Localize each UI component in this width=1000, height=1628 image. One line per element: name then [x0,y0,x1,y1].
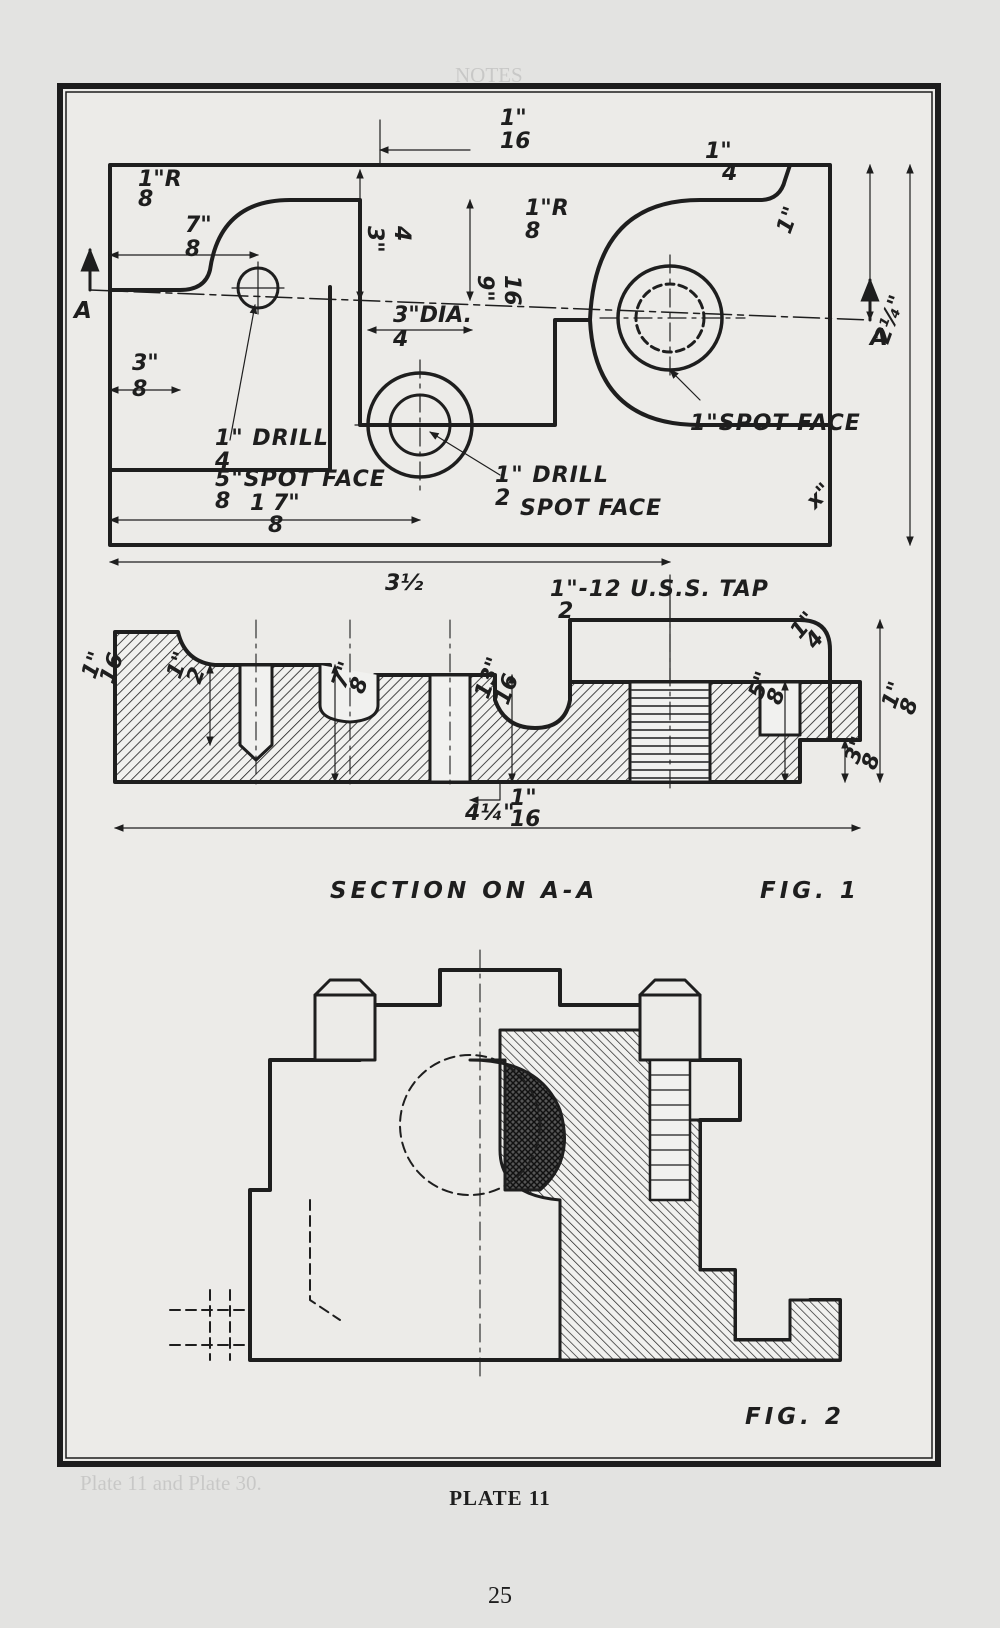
fig2-assembly-section [169,949,842,1381]
fig1-top-labels: 1"R 8 7" 8 1" 16 1" 4 1"R 8 3" 4 9" 16 1… [72,106,911,624]
cutting-plane-line [89,289,871,321]
fig2-shaft-dashed [399,1054,541,1196]
dim-7-8-frac: 8 [185,237,200,262]
label-drill-quarter: 1" DRILL [215,426,329,451]
dim-3-4-dia: 3"DIA. [393,303,472,328]
plate-caption: PLATE 11 [449,1486,551,1510]
top-view-right-boss [588,318,832,427]
label-spot-5-8: 5"SPOT FACE [215,467,386,492]
dim-top-right-4-frac: 4 [721,161,737,186]
label-spot-face-mid: SPOT FACE [520,496,662,521]
dim-section-1-16-bottom: 1" [510,786,537,811]
section-right-top [568,618,862,742]
tapped-hole [628,680,712,784]
plate-frame-inner [65,91,933,1459]
dim-section-4-1-4: 4¼" [464,801,515,826]
fig2-bolt-right-head [638,978,702,997]
dim-3-4-vert-frac: 4 [389,225,414,241]
dim-1-7-8-frac: 8 [268,513,283,538]
dim-3-8-left: 3" [132,351,159,376]
leader-drill-quarter [229,304,258,441]
fig2-left-hidden [169,1199,341,1361]
fig1-label: FIG. 1 [760,878,860,904]
dim-3-4-vert: 3" [362,226,387,253]
fig2-bolt-right [638,993,702,1062]
label-drill-quarter-frac: 4 [214,449,231,474]
label-tap: 1"-12 U.S.S. TAP [550,577,769,602]
section-caption: SECTION ON A-A [330,878,598,904]
fig2-stud-threads [649,1074,691,1181]
fig1-section-labels: 1" 16 1" 2 7" 8 13" 16 5" 8 1" 4 1" 8 3"… [77,607,924,904]
label-drill-half-frac: 2 [495,486,511,511]
fig1-section-view [113,599,884,832]
dim-line-top-16 [380,119,471,166]
dim-9-16-frac: 16 [499,275,524,306]
top-view-outline [108,163,832,547]
label-drill-half: 1" DRILL [495,463,609,488]
dim-section-1-16-bottom-frac: 16 [510,807,541,832]
dim-top-16-frac: 16 [500,129,531,154]
dim-section-1-16-bottom [469,781,501,804]
dim-radius-mid-frac: 8 [525,219,540,244]
dim-3-1-2: 3½ [385,571,423,596]
label-spot-5-8-frac: 8 [215,489,231,514]
spot-face-right-center [599,254,746,381]
dim-radius-left-frac: 8 [138,187,153,212]
dim-radius-mid: 1"R [525,196,569,221]
dim-top-16: 1" [500,106,527,131]
label-spot-face-right: 1"SPOT FACE [690,411,861,436]
label-tap-frac: 2 [558,599,574,624]
fig1-top-view [80,119,914,701]
fig2-shaft-bore [468,1058,566,1192]
fig2-bolt-left [313,993,377,1062]
dim-3-8-left-frac: 8 [132,377,147,402]
spot-face-mid-center [354,359,486,491]
dim-1-7-8: 1 7" [250,491,300,516]
leader-spot-right [669,369,701,401]
cut-label-right: A [868,325,892,351]
drill-quarter-center [231,261,285,315]
cut-label-left: A [72,298,96,324]
dim-9-16: 9" [472,275,497,302]
dim-radius-left: 1"R [138,167,182,192]
section-centerlines [255,599,671,791]
dim-3-4-dia-frac: 4 [392,327,408,352]
fig2-bolt-left-head [313,978,377,997]
dim-7-8: 7" [185,213,212,238]
leader-drill-half [429,431,501,476]
fig2-label: FIG. 2 [745,1404,845,1430]
bleed-line: Plate 11 and Plate 30. [80,1471,262,1495]
dim-top-right-4: 1" [705,139,732,164]
fig2-stud-right [648,1058,692,1202]
page-number: 25 [488,1583,512,1609]
